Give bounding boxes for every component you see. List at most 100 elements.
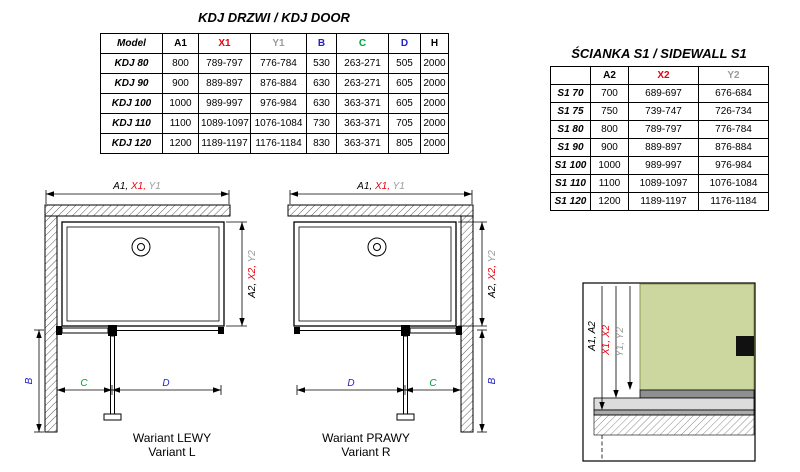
table-cell: 1089-1097	[198, 113, 251, 134]
table-cell: 700	[590, 84, 629, 103]
col-header-d: D	[388, 33, 421, 54]
table-cell: 1189-1197	[628, 192, 699, 211]
table-cell: 263-271	[336, 53, 389, 74]
label-y2: Y2	[487, 250, 498, 263]
tray-rim	[639, 389, 755, 399]
wall-profile-section	[736, 336, 754, 356]
detail-dimension-lines	[601, 286, 631, 408]
dimension-b	[34, 329, 44, 433]
arrowhead	[397, 387, 405, 393]
table-cell: 2000	[420, 53, 449, 74]
col-header-x1: X1	[198, 33, 251, 54]
table-cell: 989-997	[198, 93, 251, 114]
arrowhead	[221, 191, 229, 197]
detail-label-x: X1, X2	[601, 325, 612, 356]
arrowhead	[627, 382, 633, 390]
door-open	[396, 335, 415, 421]
col-header-y1: Y1	[250, 33, 307, 54]
arrowhead	[213, 387, 221, 393]
sidewall-table-header-row: A2 X2 Y2	[550, 66, 769, 85]
table-cell: 800	[590, 120, 629, 139]
arrowhead	[104, 387, 112, 393]
label-y1: Y1	[393, 181, 405, 192]
variant-caption-en: Variant L	[148, 445, 195, 459]
dimension-depth-right	[226, 221, 247, 327]
table-cell: 630	[306, 93, 337, 114]
dimension-depth-right	[458, 221, 487, 327]
arrowhead	[239, 222, 245, 230]
col-header-h: H	[420, 33, 449, 54]
table-cell: 1100	[590, 174, 629, 193]
table-cell: 989-997	[628, 156, 699, 175]
door-handle	[396, 413, 415, 421]
table-cell: 2000	[420, 73, 449, 94]
table-cell: 976-984	[250, 93, 307, 114]
table-cell: 805	[388, 133, 421, 154]
table-cell: S1 75	[550, 102, 591, 121]
table-cell: 830	[306, 133, 337, 154]
col-header-a1: A1	[162, 33, 199, 54]
arrowhead	[290, 191, 298, 197]
table-cell: 1000	[162, 93, 199, 114]
arrowhead	[479, 424, 485, 432]
table-cell: 689-697	[628, 84, 699, 103]
table-cell: 1189-1197	[198, 133, 251, 154]
table-cell: 730	[306, 113, 337, 134]
top-dimension-label: A1, X1, Y1	[356, 181, 405, 192]
detail-label-y: Y1, Y2	[615, 327, 626, 357]
label-a2: A2,	[487, 280, 498, 299]
sidewall-section-title: ŚCIANKA S1 / SIDEWALL S1	[571, 46, 747, 61]
label-b: B	[487, 377, 498, 384]
arrowhead	[36, 330, 42, 338]
label-x1: X1,	[130, 181, 149, 192]
drain	[367, 237, 387, 257]
col-header-c: C	[336, 33, 389, 54]
drain	[131, 237, 151, 257]
table-cell: KDJ 110	[100, 113, 163, 134]
detail-label-a: A1, A2	[587, 321, 598, 352]
section-detail-drawing: A1, A2 X1, X2 Y1, Y2	[582, 282, 756, 462]
table-cell: 1000	[590, 156, 629, 175]
table-cell: 1076-1084	[698, 174, 769, 193]
arrowhead	[479, 318, 485, 326]
tray-body	[593, 397, 755, 411]
label-y2: Y2	[247, 250, 258, 263]
front-frame	[56, 325, 224, 336]
label-a2: A2,	[247, 280, 258, 299]
arrowhead	[297, 387, 305, 393]
front-frame	[294, 325, 462, 336]
table-cell: 676-684	[698, 84, 769, 103]
dimension-width-top	[45, 190, 230, 204]
variant-caption-pl: Wariant PRAWY	[322, 431, 410, 445]
dimension-b	[477, 329, 487, 433]
table-cell: 1089-1097	[628, 174, 699, 193]
table-cell: 705	[388, 113, 421, 134]
table-cell: 2000	[420, 113, 449, 134]
label-c: C	[80, 378, 88, 389]
col-header-model: Model	[100, 33, 163, 54]
table-cell: S1 80	[550, 120, 591, 139]
arrowhead	[464, 191, 472, 197]
table-cell: 363-371	[336, 113, 389, 134]
table-cell: S1 120	[550, 192, 591, 211]
table-cell: 726-734	[698, 102, 769, 121]
col-header-model	[550, 66, 591, 85]
shower-tray	[293, 221, 457, 327]
label-d: D	[162, 378, 169, 389]
table-cell: 363-371	[336, 133, 389, 154]
door-table-header-row: Model A1 X1 Y1 B C D H	[100, 33, 449, 54]
table-cell: 2000	[420, 93, 449, 114]
label-d: D	[347, 378, 354, 389]
table-cell: 530	[306, 53, 337, 74]
table-cell: 750	[590, 102, 629, 121]
door-section-title: KDJ DRZWI / KDJ DOOR	[198, 10, 350, 25]
